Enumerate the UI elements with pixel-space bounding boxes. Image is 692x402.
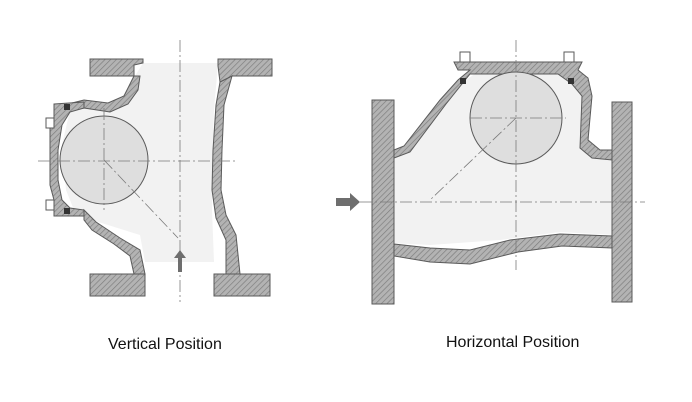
bolt-icon	[460, 78, 466, 84]
horizontal-centerlines	[360, 40, 645, 270]
bolt-icon	[45, 199, 55, 211]
vertical-position-caption: Vertical Position	[108, 336, 222, 353]
bolt-icon	[459, 51, 471, 63]
vertical-right-wall	[211, 75, 241, 275]
bolt-icon	[563, 51, 575, 63]
vertical-bottom-flange-right	[213, 273, 271, 297]
bolt-icon	[568, 78, 574, 84]
up-arrow-icon	[174, 250, 186, 272]
vertical-top-flange	[89, 58, 144, 77]
vertical-bottom-flange	[89, 273, 146, 297]
bolt-icon	[64, 208, 70, 214]
vertical-centerlines	[38, 40, 238, 302]
horizontal-upper-wall	[393, 61, 613, 161]
vertical-valve	[38, 40, 273, 302]
vertical-left-lower-wall	[83, 208, 146, 275]
horizontal-valve	[336, 40, 645, 305]
bolt-icon	[64, 104, 70, 110]
horizontal-lower-wall	[393, 233, 613, 265]
horizontal-position-caption: Horizontal Position	[446, 334, 580, 351]
bolt-icon	[45, 117, 55, 129]
right-arrow-icon	[336, 193, 360, 211]
